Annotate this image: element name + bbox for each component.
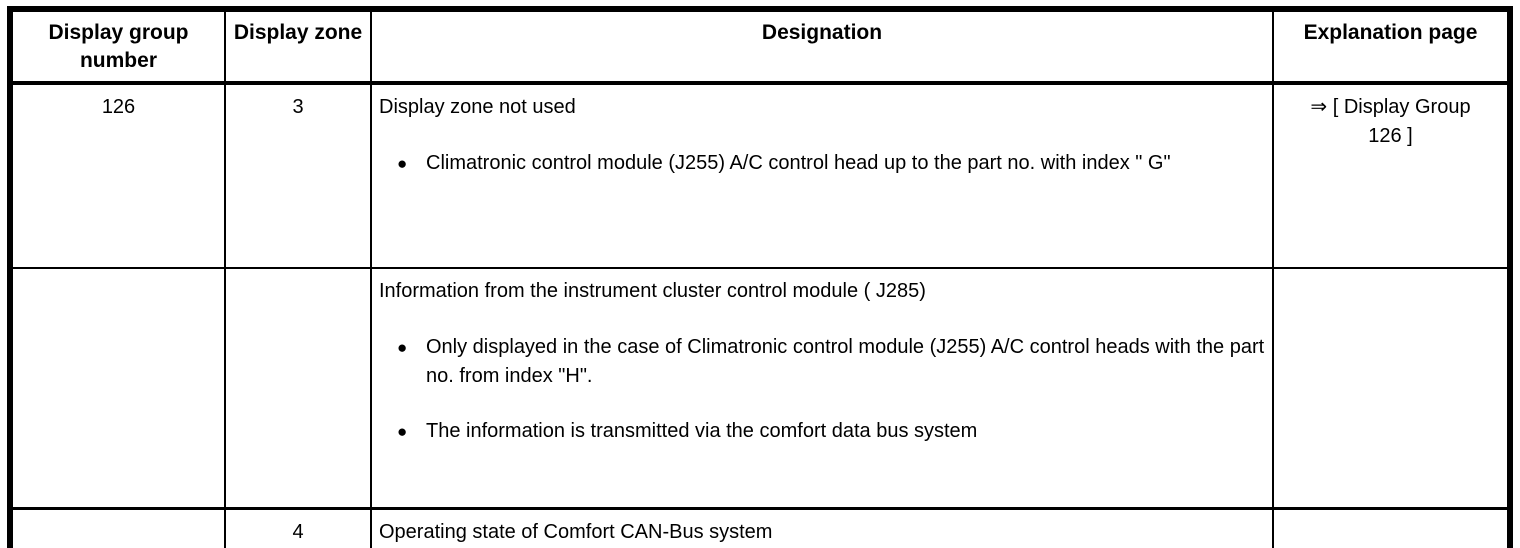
cell-display-zone	[224, 267, 372, 510]
designation-title: Operating state of Comfort CAN-Bus syste…	[379, 521, 773, 543]
cell-designation: Information from the instrument cluster …	[370, 267, 1274, 510]
cell-explanation-page	[1272, 507, 1511, 548]
col-header-display-zone: Display zone	[224, 8, 372, 85]
table-row: 4 Operating state of Comfort CAN-Bus sys…	[9, 507, 1511, 548]
cell-designation: Display zone not used Climatronic contro…	[370, 82, 1274, 269]
cell-display-zone: 3	[224, 82, 372, 269]
table-row: Information from the instrument cluster …	[9, 267, 1511, 510]
col-header-explanation-page: Explanation page	[1272, 8, 1511, 85]
designation-bullet-list: Only displayed in the case of Climatroni…	[379, 333, 1265, 446]
cell-display-group-number	[9, 507, 226, 548]
bullet-item: Climatronic control module (J255) A/C co…	[379, 149, 1265, 178]
cell-display-group-number	[9, 267, 226, 510]
cell-designation: Operating state of Comfort CAN-Bus syste…	[370, 507, 1274, 548]
designation-title: Information from the instrument cluster …	[379, 280, 926, 302]
cell-explanation-page	[1272, 267, 1511, 510]
designation-bullet-list: Climatronic control module (J255) A/C co…	[379, 149, 1265, 178]
col-header-display-group-number: Display group number	[9, 8, 226, 85]
table-row: 126 3 Display zone not used Climatronic …	[9, 82, 1511, 269]
bullet-item: The information is transmitted via the c…	[379, 417, 1265, 446]
cell-display-zone: 4	[224, 507, 372, 548]
col-header-designation: Designation	[370, 8, 1274, 85]
cell-display-group-number: 126	[9, 82, 226, 269]
display-group-table: Display group number Display zone Design…	[7, 6, 1513, 548]
designation-title: Display zone not used	[379, 96, 576, 118]
header-row: Display group number Display zone Design…	[9, 8, 1511, 85]
bullet-item: Only displayed in the case of Climatroni…	[379, 333, 1265, 391]
cell-explanation-page: ⇒ [ Display Group 126 ]	[1272, 82, 1511, 269]
